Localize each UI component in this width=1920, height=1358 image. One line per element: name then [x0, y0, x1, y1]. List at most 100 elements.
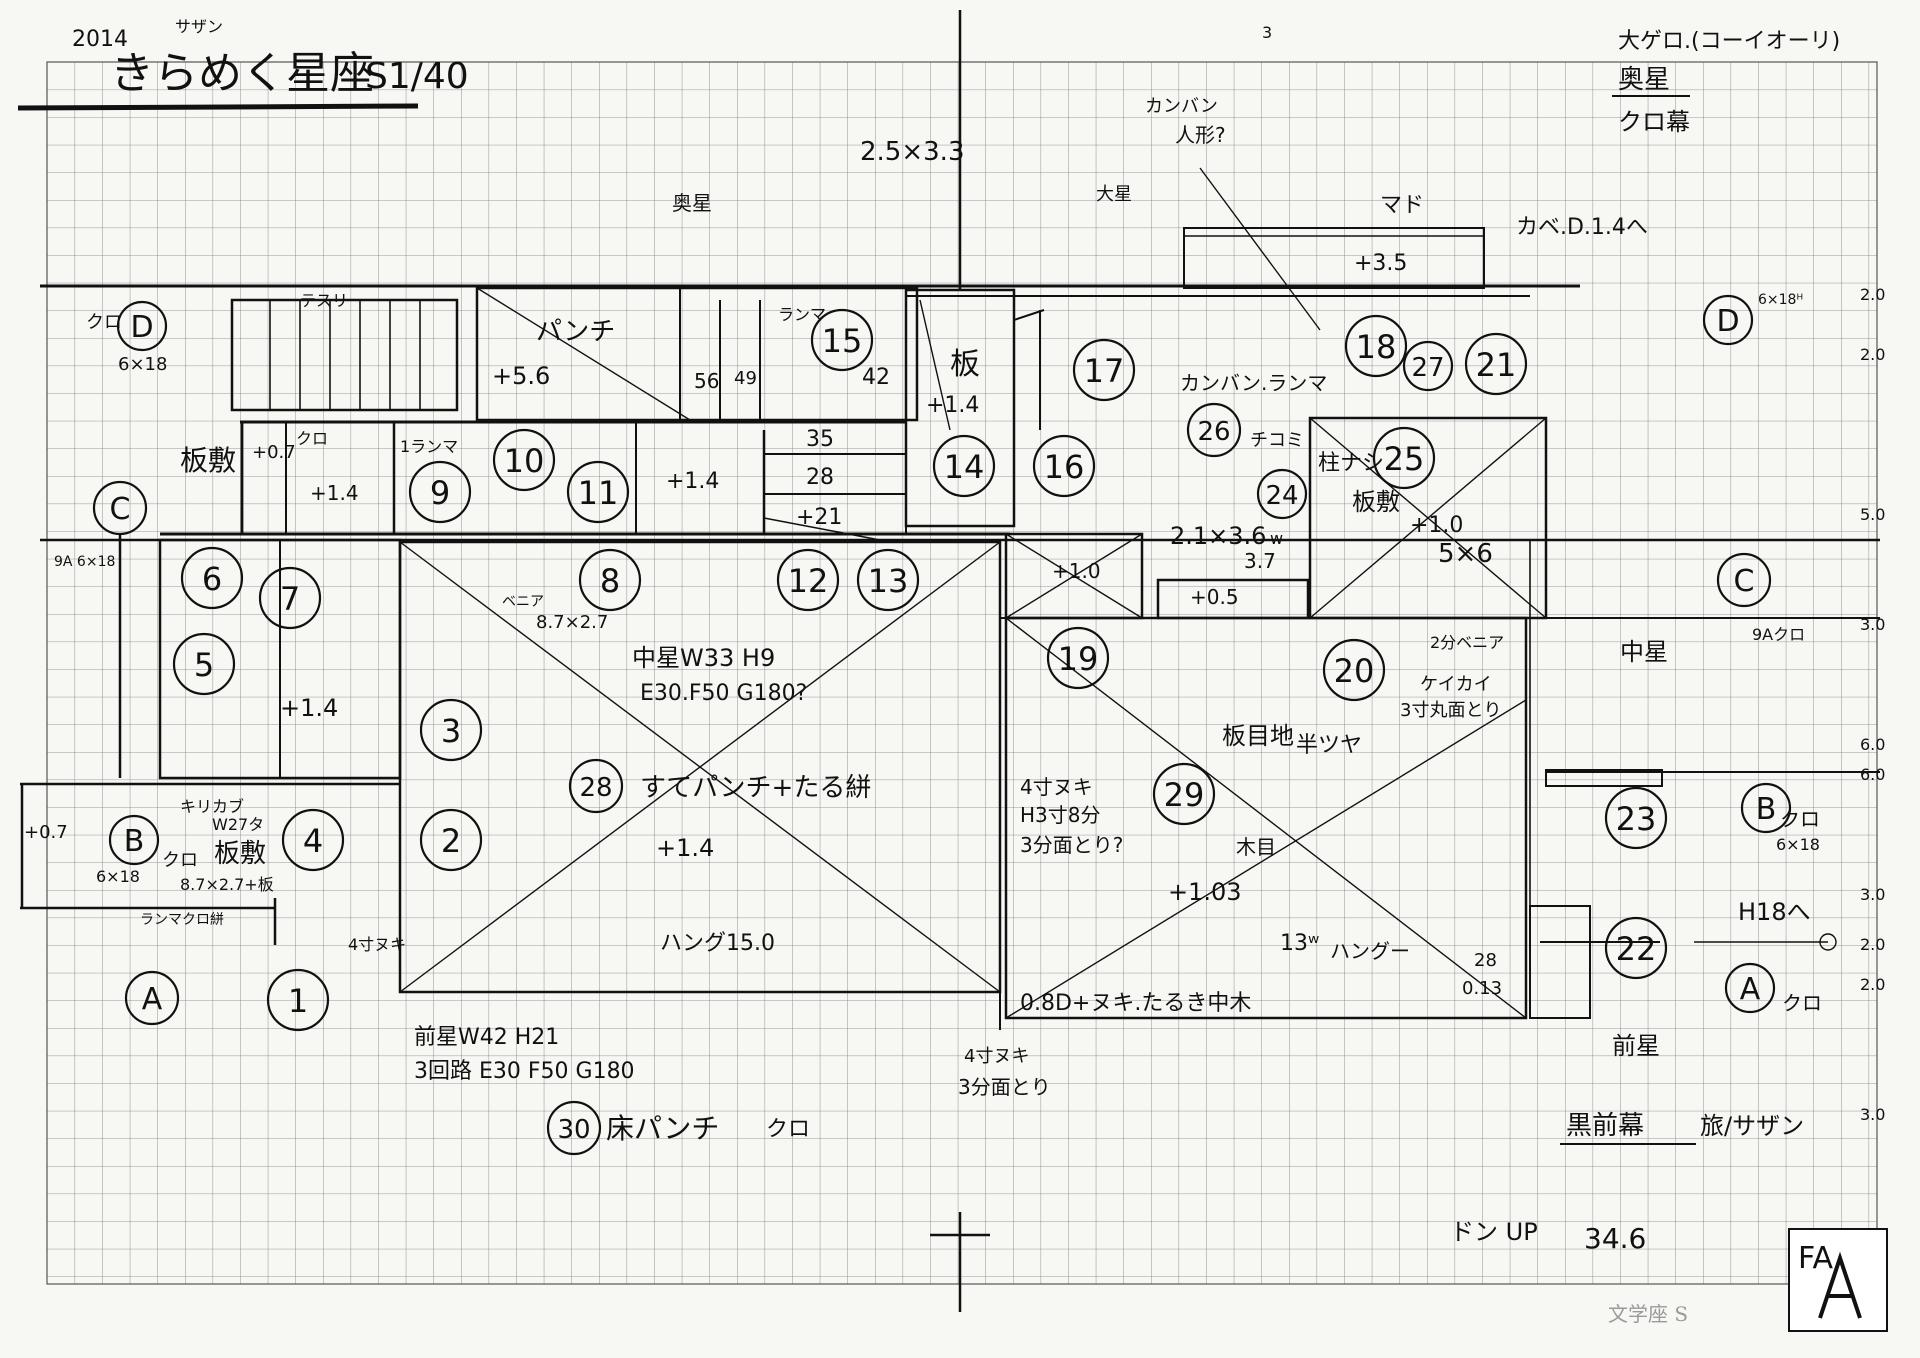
marker-d-left: D — [130, 310, 153, 345]
svg-text:ドン UP: ドン UP — [1450, 1218, 1538, 1246]
piece-21 — [1464, 332, 1528, 396]
svg-text:28: 28 — [1474, 950, 1497, 971]
svg-text:テスリ: テスリ — [300, 291, 348, 310]
piece-20-label: 20 — [1334, 652, 1375, 690]
svg-text:ランマ: ランマ — [778, 305, 826, 324]
svg-text:木目: 木目 — [1236, 835, 1276, 859]
title-underline — [17, 103, 419, 111]
piece-9 — [408, 460, 472, 524]
svg-text:クロ: クロ — [1780, 807, 1820, 831]
marker-d-right: D — [1716, 304, 1739, 339]
svg-text:板敷: 板敷 — [1352, 488, 1400, 516]
svg-text:ハングー: ハングー — [1330, 939, 1410, 963]
marker-b-right: B — [1756, 792, 1777, 827]
svg-text:+1.03: +1.03 — [1168, 878, 1242, 906]
piece-17 — [1072, 338, 1136, 402]
svg-text:9Aクロ: 9Aクロ — [1752, 625, 1805, 644]
piece-markers — [172, 308, 1668, 1156]
svg-text:人形?: 人形? — [1175, 123, 1226, 147]
footer-stamp: 文学座 S — [1608, 1302, 1689, 1326]
svg-text:ベニア: ベニア — [502, 594, 544, 610]
svg-text:3.7: 3.7 — [1244, 549, 1276, 573]
svg-text:4寸ヌキ: 4寸ヌキ — [348, 935, 406, 954]
svg-text:+0.7: +0.7 — [24, 822, 68, 843]
piece-23-label: 23 — [1616, 800, 1657, 838]
svg-text:E30.F50 G180?: E30.F50 G180? — [640, 681, 807, 706]
scale-label: S1/40 — [365, 56, 469, 97]
svg-text:8.7×2.7+板: 8.7×2.7+板 — [180, 875, 274, 894]
svg-text:49: 49 — [734, 368, 757, 389]
piece-30 — [546, 1100, 602, 1156]
svg-text:カンバン.ランマ: カンバン.ランマ — [1180, 371, 1327, 395]
marker-b-left: B — [124, 824, 145, 859]
piece-18 — [1344, 314, 1408, 378]
piece-15-label: 15 — [822, 322, 863, 360]
top-right-line2: 奥星 — [1618, 65, 1670, 95]
top-right-line3: クロ幕 — [1618, 108, 1690, 136]
svg-text:0.13: 0.13 — [1462, 978, 1502, 999]
svg-text:34.6: 34.6 — [1584, 1222, 1646, 1255]
piece-22-label: 22 — [1616, 930, 1657, 968]
piece-1-label: 1 — [288, 982, 308, 1020]
marker-c-left: C — [110, 492, 131, 527]
svg-text:+1.4: +1.4 — [666, 469, 719, 494]
svg-text:柱ナシ: 柱ナシ — [1318, 451, 1384, 476]
svg-text:+0.5: +0.5 — [1190, 585, 1239, 609]
stage-lines — [20, 227, 1880, 1030]
svg-text:W27タ: W27タ — [212, 815, 264, 834]
piece-23 — [1604, 786, 1668, 850]
svg-text:6×18: 6×18 — [118, 354, 167, 375]
svg-text:奥星: 奥星 — [672, 191, 712, 215]
svg-text:2.1×3.6: 2.1×3.6 — [1170, 522, 1266, 550]
piece-3-label: 3 — [441, 712, 461, 750]
svg-text:前星: 前星 — [1612, 1032, 1660, 1060]
svg-text:56: 56 — [694, 369, 719, 393]
svg-text:3寸丸面とり: 3寸丸面とり — [1400, 700, 1501, 721]
piece-20 — [1322, 638, 1386, 702]
piece-16-label: 16 — [1044, 448, 1085, 486]
svg-text:パンチ: パンチ — [536, 317, 615, 347]
svg-text:5.0: 5.0 — [1860, 505, 1885, 524]
piece-25 — [1372, 426, 1436, 490]
piece-7 — [258, 566, 322, 630]
piece-19 — [1046, 626, 1110, 690]
svg-text:すてパンチ+たる絣: すてパンチ+たる絣 — [640, 773, 871, 803]
svg-text:+1.4: +1.4 — [926, 393, 979, 418]
svg-text:2.0: 2.0 — [1860, 935, 1885, 954]
annotations: 2.5×3.3 奥星 カンバン 人形? 大星 マド カベ.D.1.4へ +3.5… — [24, 96, 1885, 1255]
piece-27-label: 27 — [1411, 353, 1444, 383]
piece-27 — [1402, 340, 1454, 392]
svg-text:13ʷ: 13ʷ — [1280, 931, 1319, 956]
svg-text:板: 板 — [950, 347, 980, 382]
piece-8 — [578, 548, 642, 612]
row-markers — [92, 294, 1792, 1026]
svg-text:H3寸8分: H3寸8分 — [1020, 803, 1101, 827]
svg-text:+0.7: +0.7 — [252, 442, 296, 463]
svg-text:+1.4: +1.4 — [310, 481, 359, 505]
svg-text:6×18ᴴ: 6×18ᴴ — [1758, 292, 1803, 308]
svg-text:6×18: 6×18 — [1776, 835, 1820, 854]
svg-text:クロ: クロ — [1782, 991, 1822, 1015]
piece-21-label: 21 — [1476, 346, 1517, 384]
piece-6 — [180, 546, 244, 610]
piece-25-label: 25 — [1384, 440, 1425, 478]
svg-text:+1.0: +1.0 — [1052, 559, 1101, 583]
svg-text:+5.6: +5.6 — [492, 362, 550, 390]
svg-text:中星: 中星 — [1620, 638, 1668, 666]
piece-2-label: 2 — [441, 822, 461, 860]
svg-text:8.7×2.7: 8.7×2.7 — [536, 612, 608, 633]
top-right-note: 大ゲロ.(コーイオーリ) 奥星 クロ幕 — [1612, 29, 1840, 136]
piece-12-label: 12 — [788, 562, 829, 600]
svg-text:半ツヤ: 半ツヤ — [1296, 733, 1362, 758]
marker-c-right: C — [1734, 564, 1755, 599]
marker-a-right: A — [1740, 972, 1761, 1007]
svg-text:+1.4: +1.4 — [656, 834, 714, 862]
svg-text:H18へ: H18へ — [1738, 898, 1811, 926]
piece-6-label: 6 — [202, 560, 222, 598]
svg-text:4寸ヌキ: 4寸ヌキ — [1020, 775, 1093, 799]
piece-4 — [281, 808, 345, 872]
piece-26 — [1186, 402, 1242, 458]
fa-logo: FA — [1788, 1228, 1888, 1332]
svg-text:35: 35 — [806, 427, 834, 452]
